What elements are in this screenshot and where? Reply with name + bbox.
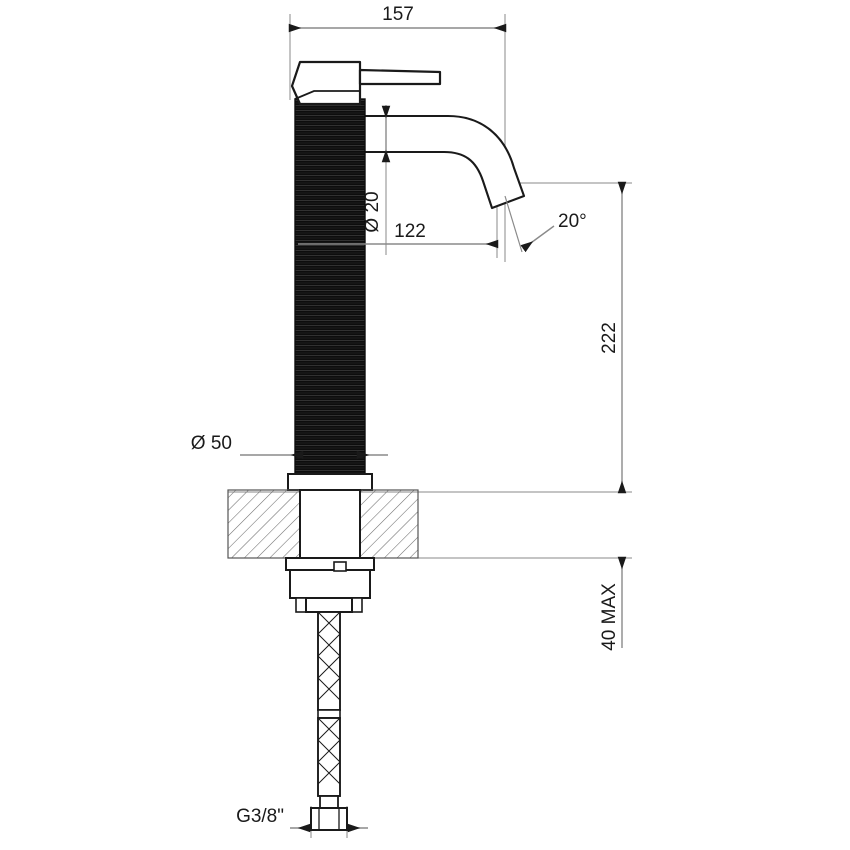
mounting-shank: [299, 489, 361, 559]
flexible-hose: [317, 611, 341, 797]
base-flange: [287, 473, 373, 491]
label-thread-g38: G3/8": [236, 806, 284, 827]
dimension-spout-diameter-20: Ø 20: [362, 105, 391, 233]
lever-handle: [290, 60, 442, 106]
dimension-height-222: 222: [599, 181, 627, 494]
label-width-157: 157: [382, 4, 414, 25]
lock-nut: [285, 557, 375, 613]
label-height-222: 222: [599, 322, 620, 354]
dimension-reach-122: 122: [298, 221, 499, 249]
label-spout-diameter-20: Ø 20: [362, 191, 383, 232]
dimension-countertop-40max: 40 MAX: [599, 556, 627, 651]
dimension-width-157: 157: [288, 4, 507, 33]
dimension-body-diameter-50: Ø 50: [191, 433, 388, 460]
label-countertop-40max: 40 MAX: [599, 583, 620, 651]
knurled-body: [294, 98, 366, 475]
label-outlet-angle-20: 20°: [558, 211, 587, 232]
dimension-outlet-angle-20: 20°: [504, 195, 587, 253]
dimension-thread-g38: G3/8": [236, 806, 368, 833]
hex-fitting: [310, 795, 348, 831]
countertop: [227, 489, 419, 559]
curved-spout: [350, 114, 526, 210]
label-body-diameter-50: Ø 50: [191, 433, 232, 454]
label-reach-122: 122: [394, 221, 426, 242]
